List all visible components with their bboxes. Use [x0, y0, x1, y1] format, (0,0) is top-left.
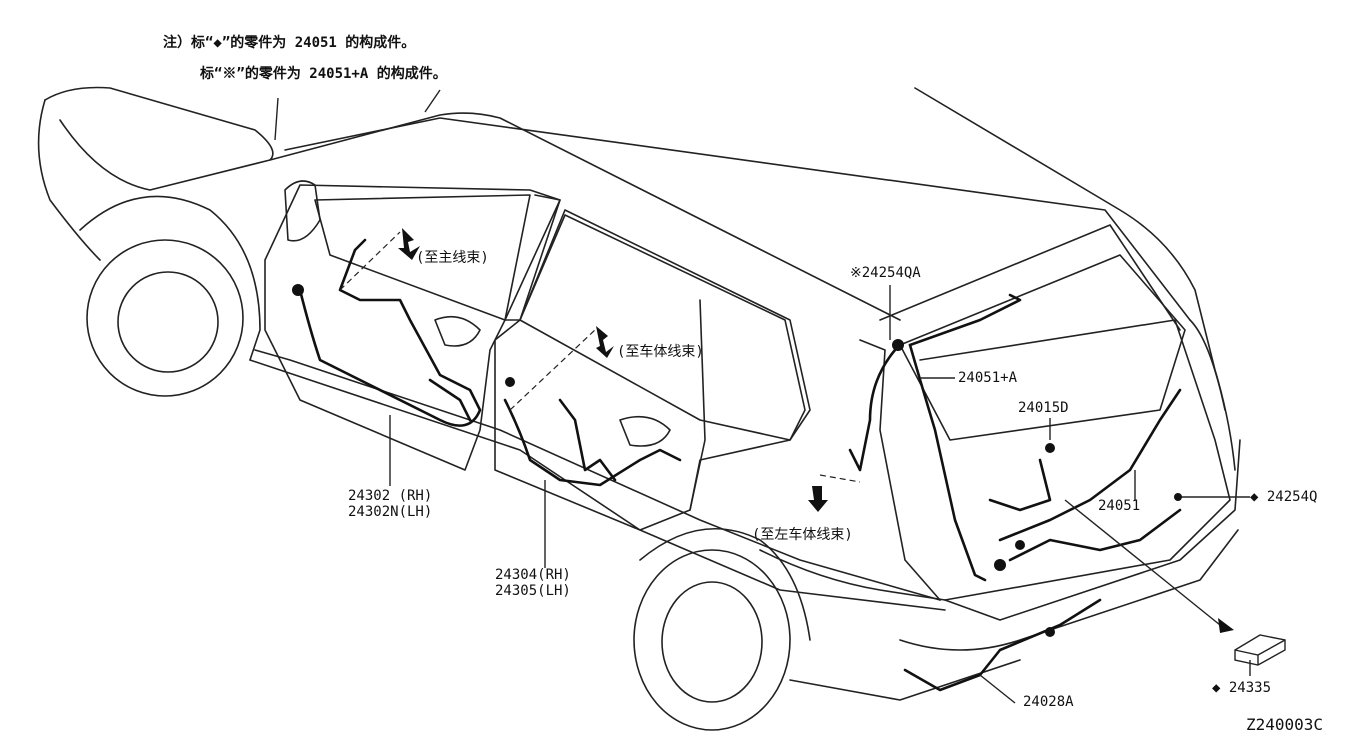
front-door-harness-branch [428, 378, 472, 422]
front-door [264, 184, 561, 471]
part-label-24015d[interactable]: 24015D [1018, 400, 1069, 416]
front-wheel [86, 239, 244, 397]
front-arch [79, 195, 261, 361]
hatch-harness-lower [1008, 508, 1182, 562]
rear-window [519, 214, 806, 441]
connector-rear-door [505, 377, 515, 387]
mirror [284, 180, 321, 242]
rear-door-harness-branch [558, 398, 617, 482]
connector-24254qa [892, 339, 904, 351]
arrow-left-body-icon [808, 486, 828, 512]
front-door-harness [298, 238, 482, 427]
part-label-24254qa[interactable]: ※24254QA [850, 265, 921, 281]
connector-24015d [1045, 443, 1055, 453]
hatch-harness-top [908, 293, 1022, 347]
rear-hatch [919, 319, 1231, 601]
roof-edge-right [1189, 319, 1226, 411]
leader-24335-arrow [1064, 499, 1221, 626]
direction-to-body-harness: (至车体线束) [617, 344, 704, 360]
bumper-harness [903, 598, 1102, 692]
leader-24028a [979, 674, 1016, 704]
part-label-24304-rh[interactable]: 24304(RH) [495, 567, 571, 583]
quarter-panel-line [689, 299, 706, 511]
direction-to-main-harness: (至主线束) [416, 250, 489, 266]
figure-code: Z240003C [1246, 715, 1324, 734]
direction-to-left-body-harness: (至左车体线束) [752, 527, 853, 543]
hatch-harness-right [998, 388, 1182, 542]
connector-hatch-lower [994, 559, 1006, 571]
arrow-body-icon [596, 326, 614, 358]
dash-body [509, 329, 596, 411]
c-pillar [859, 339, 941, 601]
rear-wheel [633, 549, 791, 731]
leader-note2 [424, 89, 441, 113]
part-label-24051[interactable]: 24051 [1098, 498, 1141, 514]
rear-window-top [879, 224, 1181, 331]
rear-glass [899, 254, 1186, 441]
part-label-24335[interactable]: ◆ 24335 [1212, 680, 1272, 696]
sill [254, 349, 941, 601]
rear-door-handle [619, 415, 671, 447]
front-hood [37, 99, 101, 261]
part-label-24254q[interactable]: ◆ 24254Q [1250, 489, 1318, 505]
part-label-24028a[interactable]: 24028A [1023, 694, 1074, 710]
connector-24254q [1174, 493, 1182, 501]
rear-quarter [759, 549, 946, 601]
rear-bumper [944, 439, 1241, 621]
bumper-lower [899, 529, 1239, 651]
front-hub [117, 271, 219, 373]
note-line-2: 标“※”的零件为 24051+A 的构成件。 [200, 66, 447, 82]
arrow-main-icon [398, 228, 420, 260]
rear-door [494, 209, 811, 531]
connector-hatch-mid [1015, 540, 1025, 550]
part-label-24302n-lh[interactable]: 24302N(LH) [348, 504, 433, 520]
roof-outline [44, 86, 901, 321]
front-door-handle [434, 315, 481, 347]
roof-rear [914, 87, 1236, 471]
b-pillar [504, 194, 561, 321]
pillar-harness [848, 348, 897, 472]
hatch-harness-mid [988, 458, 1052, 512]
hatch-main-harness [908, 343, 987, 582]
part-label-24305-lh[interactable]: 24305(LH) [495, 583, 571, 599]
rear-hub [661, 581, 763, 703]
part-label-24302-rh[interactable]: 24302 (RH) [348, 488, 433, 504]
dash-left-body [819, 474, 861, 483]
dash-main [339, 231, 401, 291]
leader-note1 [274, 97, 279, 141]
part-24335-box [1234, 634, 1286, 666]
part-label-24051a[interactable]: 24051+A [958, 370, 1018, 386]
connector-front-door [292, 284, 304, 296]
connector-bumper [1045, 627, 1055, 637]
front-fender [59, 119, 271, 191]
note-line-1: 注）标“◆”的零件为 24051 的构成件。 [163, 35, 416, 51]
arrow-24335-icon [1218, 618, 1234, 633]
rear-arch [639, 528, 811, 641]
body-top-line [284, 117, 1191, 321]
